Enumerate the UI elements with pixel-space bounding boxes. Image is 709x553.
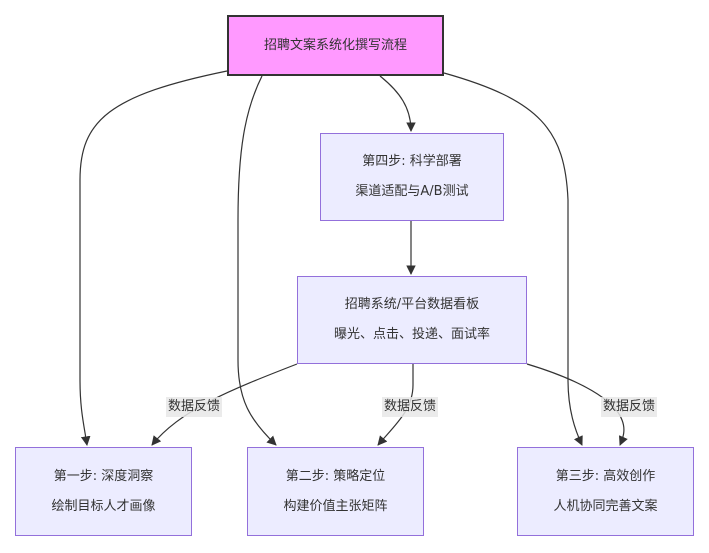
edge-root-to-step3: [443, 72, 583, 446]
edge-root-to-step1: [79, 70, 228, 446]
edge-label-feedback-step1: 数据反馈: [166, 397, 223, 417]
node-step3: 第三步: 高效创作 人机协同完善文案: [517, 447, 694, 536]
node-root: 招聘文案系统化撰写流程: [227, 15, 444, 76]
node-step2: 第二步: 策略定位 构建价值主张矩阵: [247, 447, 424, 536]
node-step2-desc: 构建价值主张矩阵: [283, 498, 388, 514]
node-step3-title: 第三步: 高效创作: [555, 468, 656, 484]
node-root-title: 招聘文案系统化撰写流程: [263, 37, 407, 53]
edge-label-feedback-step2: 数据反馈: [382, 397, 439, 417]
node-step3-desc: 人机协同完善文案: [553, 498, 658, 514]
node-dashboard: 招聘系统/平台数据看板 曝光、点击、投递、面试率: [297, 276, 527, 364]
node-step1-desc: 绘制目标人才画像: [51, 498, 156, 514]
node-step4-desc: 渠道适配与A/B测试: [355, 184, 469, 199]
node-step4: 第四步: 科学部署 渠道适配与A/B测试: [320, 133, 504, 221]
node-step1-title: 第一步: 深度洞察: [53, 468, 154, 484]
edge-dashboard-to-step3: [526, 363, 628, 446]
node-step2-title: 第二步: 策略定位: [285, 468, 386, 484]
node-step4-title: 第四步: 科学部署: [362, 154, 462, 169]
edge-root-to-step4: [379, 75, 416, 132]
node-step1: 第一步: 深度洞察 绘制目标人才画像: [15, 447, 192, 536]
edge-root-to-step2: [237, 75, 277, 446]
edge-label-feedback-step3: 数据反馈: [601, 397, 658, 417]
node-dashboard-desc: 曝光、点击、投递、面试率: [333, 327, 490, 342]
node-dashboard-title: 招聘系统/平台数据看板: [344, 297, 480, 312]
